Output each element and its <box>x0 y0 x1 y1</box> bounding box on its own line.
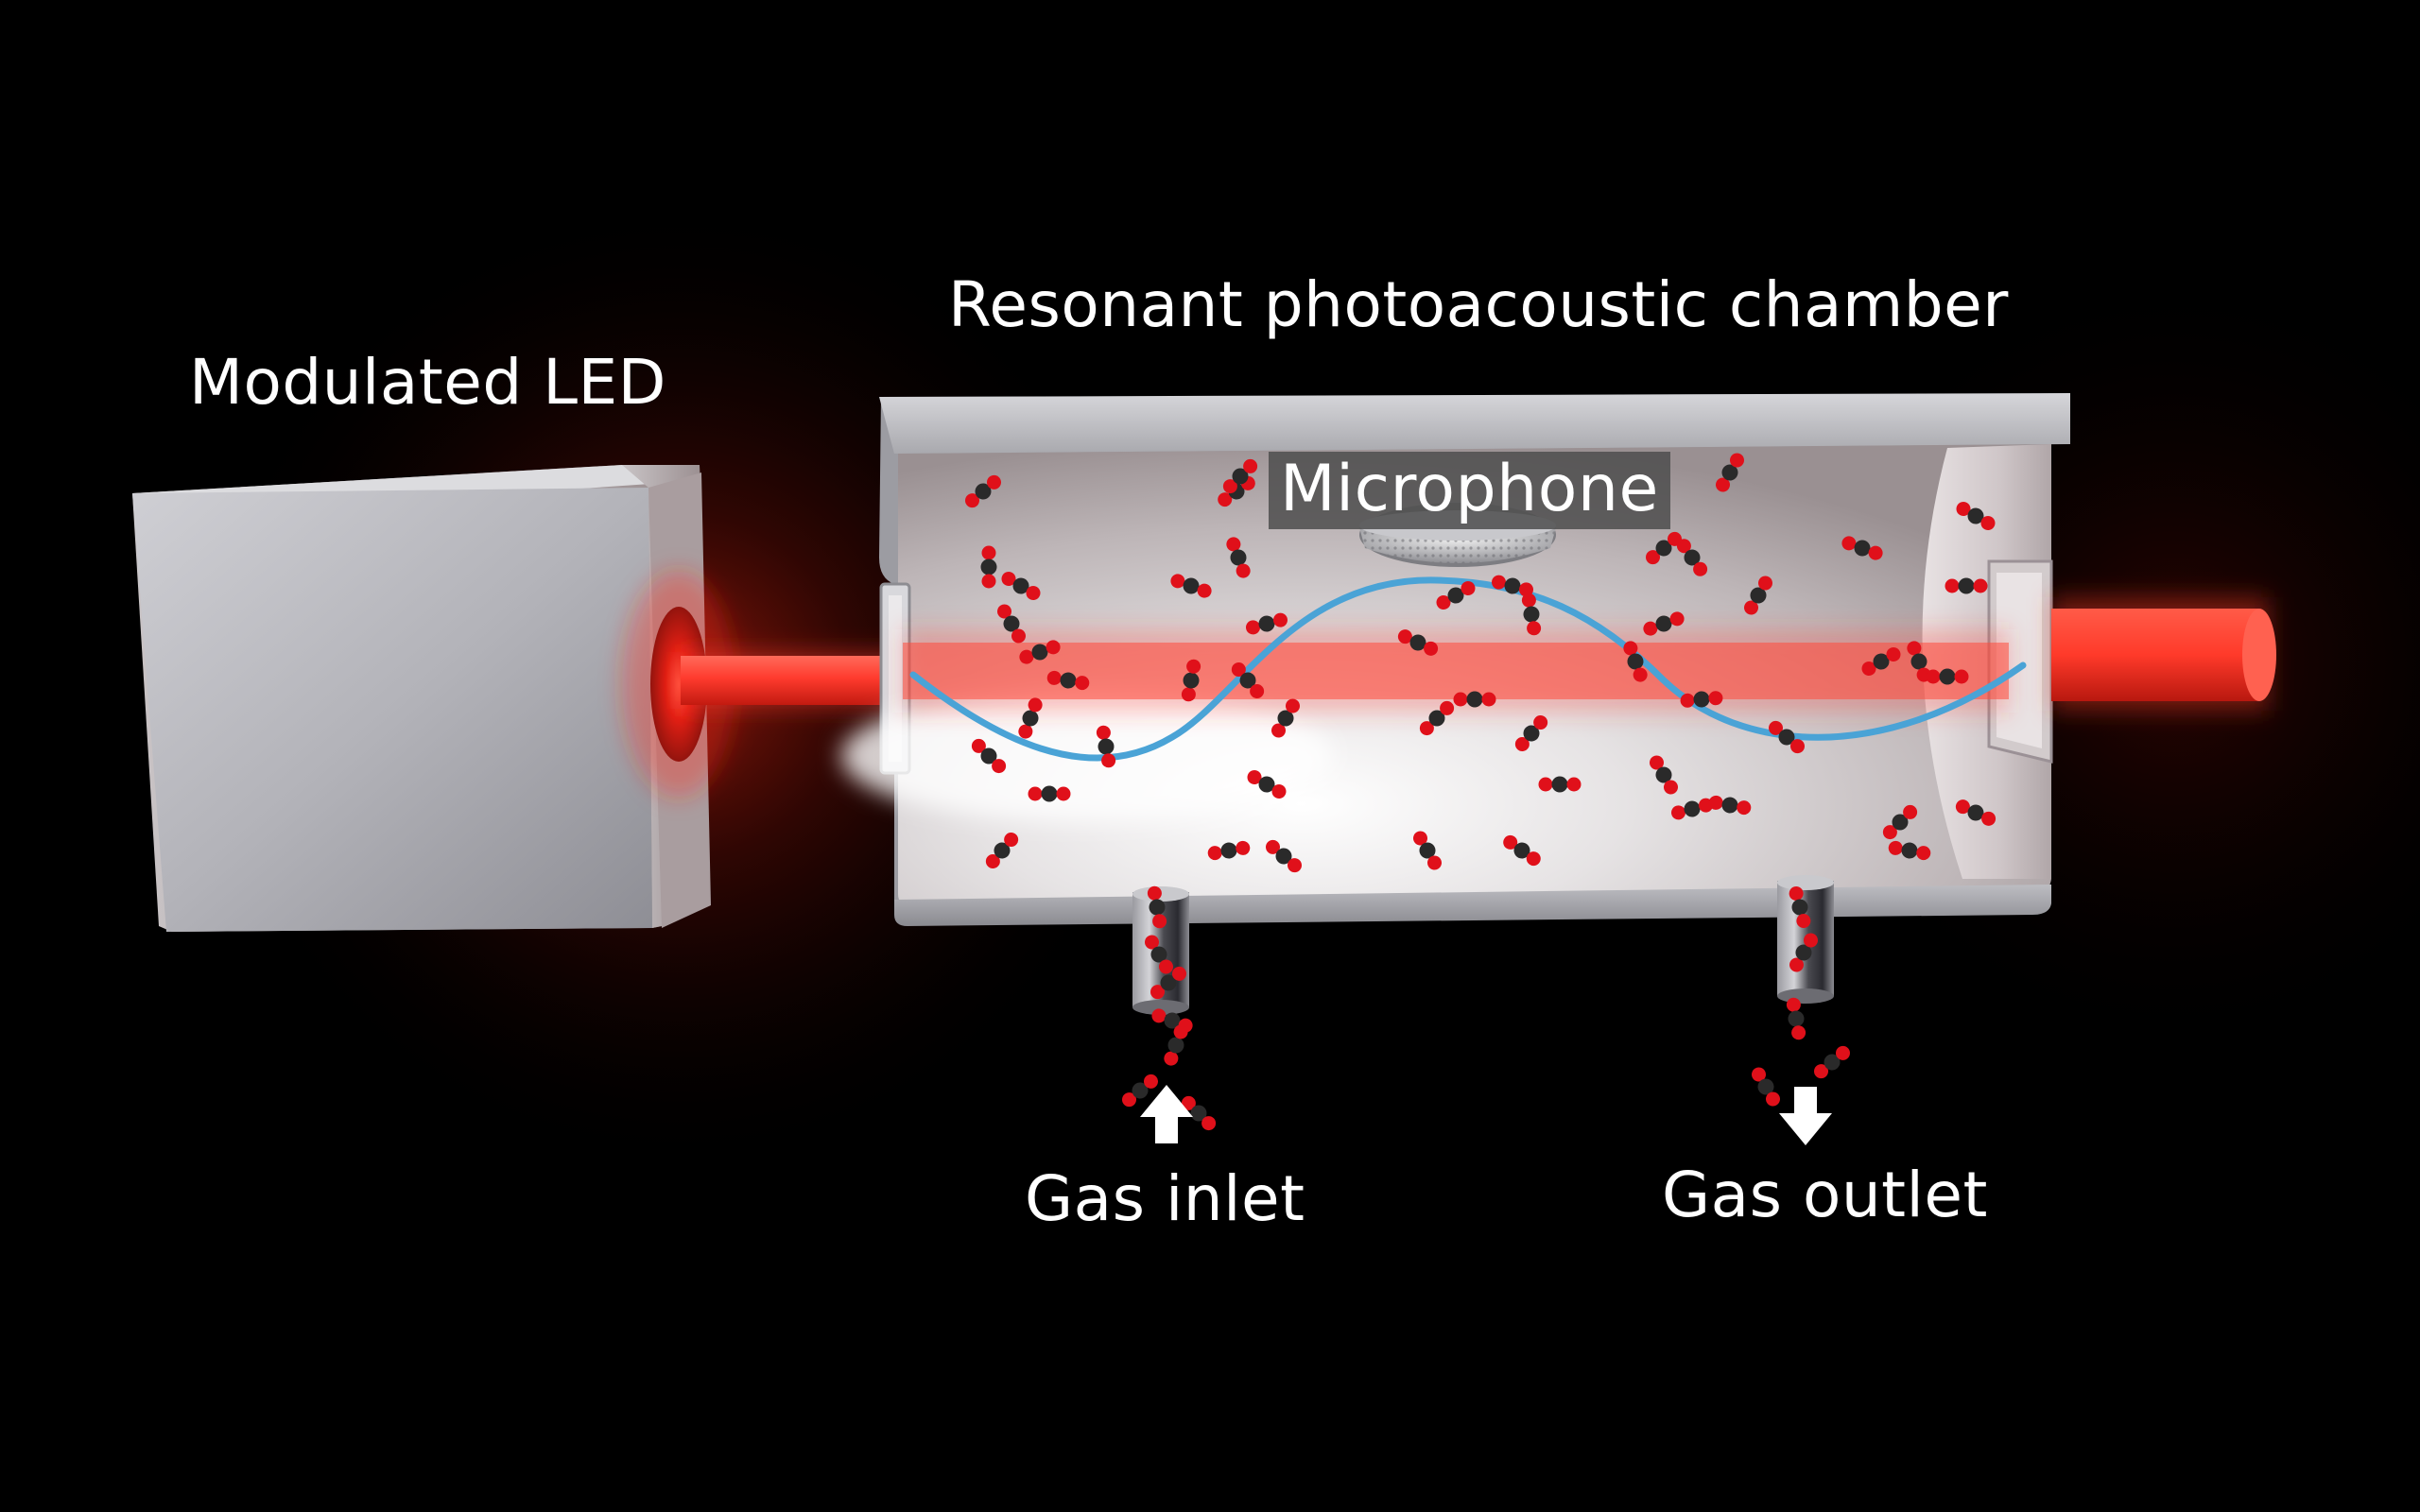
modulated-led-label: Modulated LED <box>189 352 666 414</box>
co2-molecule <box>1028 786 1071 802</box>
gas-inlet-label: Gas inlet <box>1025 1168 1305 1230</box>
co2-molecule <box>1539 777 1582 793</box>
microphone-label: Microphone <box>1269 452 1670 529</box>
chamber-label: Resonant photoacoustic chamber <box>948 274 2009 336</box>
co2-molecule <box>1927 669 1969 685</box>
co2-molecule <box>981 546 997 589</box>
light-beam-input <box>681 652 908 709</box>
led-housing <box>132 465 735 932</box>
gas-outlet-label: Gas outlet <box>1662 1164 1988 1227</box>
co2-molecule <box>1454 692 1496 708</box>
co2-molecule <box>1945 578 1988 594</box>
light-beam-output <box>2051 597 2276 711</box>
